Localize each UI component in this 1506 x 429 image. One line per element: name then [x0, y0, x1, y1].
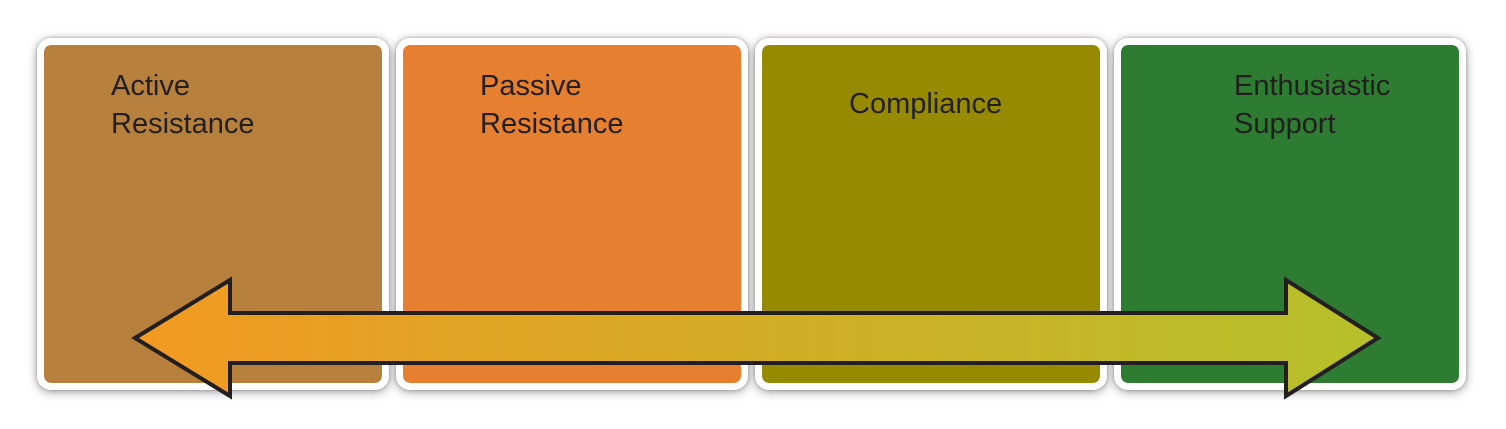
- stage-label: Active Resistance: [111, 70, 255, 140]
- arrow-shape: [131, 276, 1382, 400]
- stage-label: Compliance: [849, 88, 1003, 120]
- stage-label: Enthusiastic Support: [1234, 70, 1391, 140]
- stage-label: Passive Resistance: [480, 70, 624, 140]
